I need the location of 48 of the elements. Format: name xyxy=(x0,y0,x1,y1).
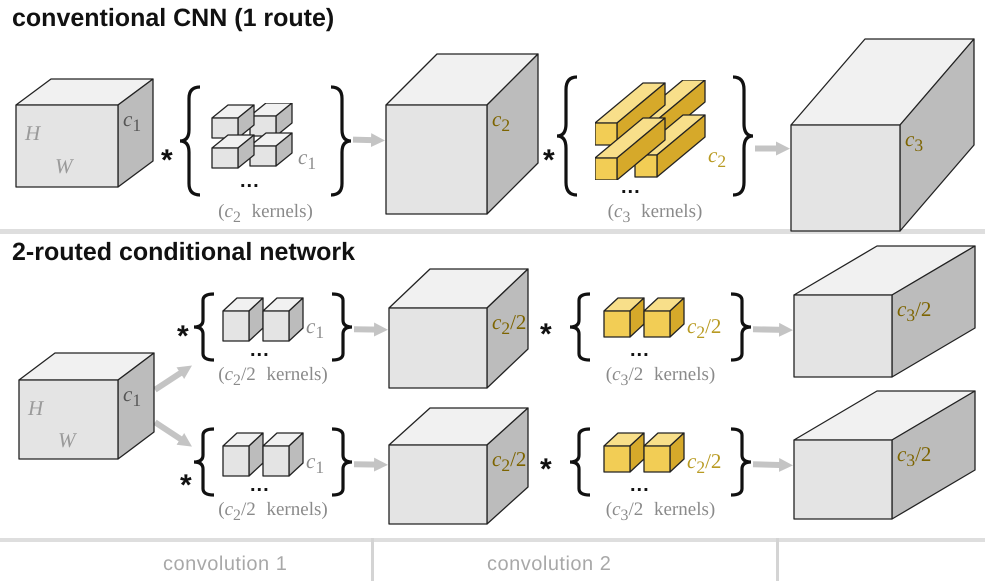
dimension-symbol: W xyxy=(58,430,76,451)
ellipsis: ... xyxy=(250,475,270,495)
ellipsis: ... xyxy=(250,340,270,360)
channel-count: c$_{3}$ xyxy=(905,129,924,155)
dimension-symbol: H xyxy=(28,398,44,419)
kernel-count: (c$_{3}$/2 kernels) xyxy=(604,499,716,525)
kernel-count: (c$_{2}$/2 kernels) xyxy=(217,364,329,390)
section-heading: conventional CNN (1 route) xyxy=(12,4,334,33)
convolution-operator: * xyxy=(177,322,189,352)
stage-label: convolution 2 xyxy=(487,553,612,576)
arrow xyxy=(754,142,790,156)
convolution-operator: * xyxy=(540,320,552,350)
arrow xyxy=(153,366,192,392)
kernel-count: (c$_{2}$/2 kernels) xyxy=(217,499,329,525)
channel-count: c$_{2}$ xyxy=(708,145,726,171)
ellipsis: ... xyxy=(630,340,650,360)
channel-count: c$_{2}$ xyxy=(492,109,510,135)
arrow xyxy=(752,458,793,472)
arrow xyxy=(752,322,793,337)
arrow xyxy=(354,458,388,472)
arrow xyxy=(153,420,192,447)
channel-count: c$_{3}$/2 xyxy=(897,444,932,470)
channel-count: c$_{2}$/2 xyxy=(492,449,526,475)
arrow xyxy=(354,322,388,337)
kernel-count: (c$_{3}$/2 kernels) xyxy=(604,364,716,390)
convolution-operator: * xyxy=(180,471,192,501)
section-heading: 2-routed conditional network xyxy=(12,238,356,267)
dimension-symbol: H xyxy=(25,123,40,144)
convolution-operator: * xyxy=(543,146,555,176)
ellipsis: ... xyxy=(621,177,641,197)
ellipsis: ... xyxy=(240,171,260,191)
ellipsis: ... xyxy=(630,475,650,495)
channel-count: c$_{1}$ xyxy=(123,109,142,135)
kernel-count: (c$_{3}$ kernels) xyxy=(606,201,704,227)
dimension-symbol: W xyxy=(55,156,72,178)
channel-count: c$_{2}$/2 xyxy=(687,316,722,342)
stage-label: convolution 1 xyxy=(163,553,288,576)
channel-count: c$_{1}$ xyxy=(306,316,324,342)
arrow xyxy=(352,133,385,148)
channel-count: c$_{3}$/2 xyxy=(897,299,932,325)
convolution-operator: * xyxy=(540,455,552,485)
channel-count: c$_{2}$/2 xyxy=(687,451,722,477)
channel-count: c$_{1}$ xyxy=(298,147,316,173)
kernel-count: (c$_{2}$ kernels) xyxy=(217,201,314,227)
channel-count: c$_{1}$ xyxy=(306,451,324,477)
channel-count: c$_{2}$/2 xyxy=(492,312,526,338)
channel-count: c$_{1}$ xyxy=(123,384,142,410)
convolution-operator: * xyxy=(161,146,173,176)
